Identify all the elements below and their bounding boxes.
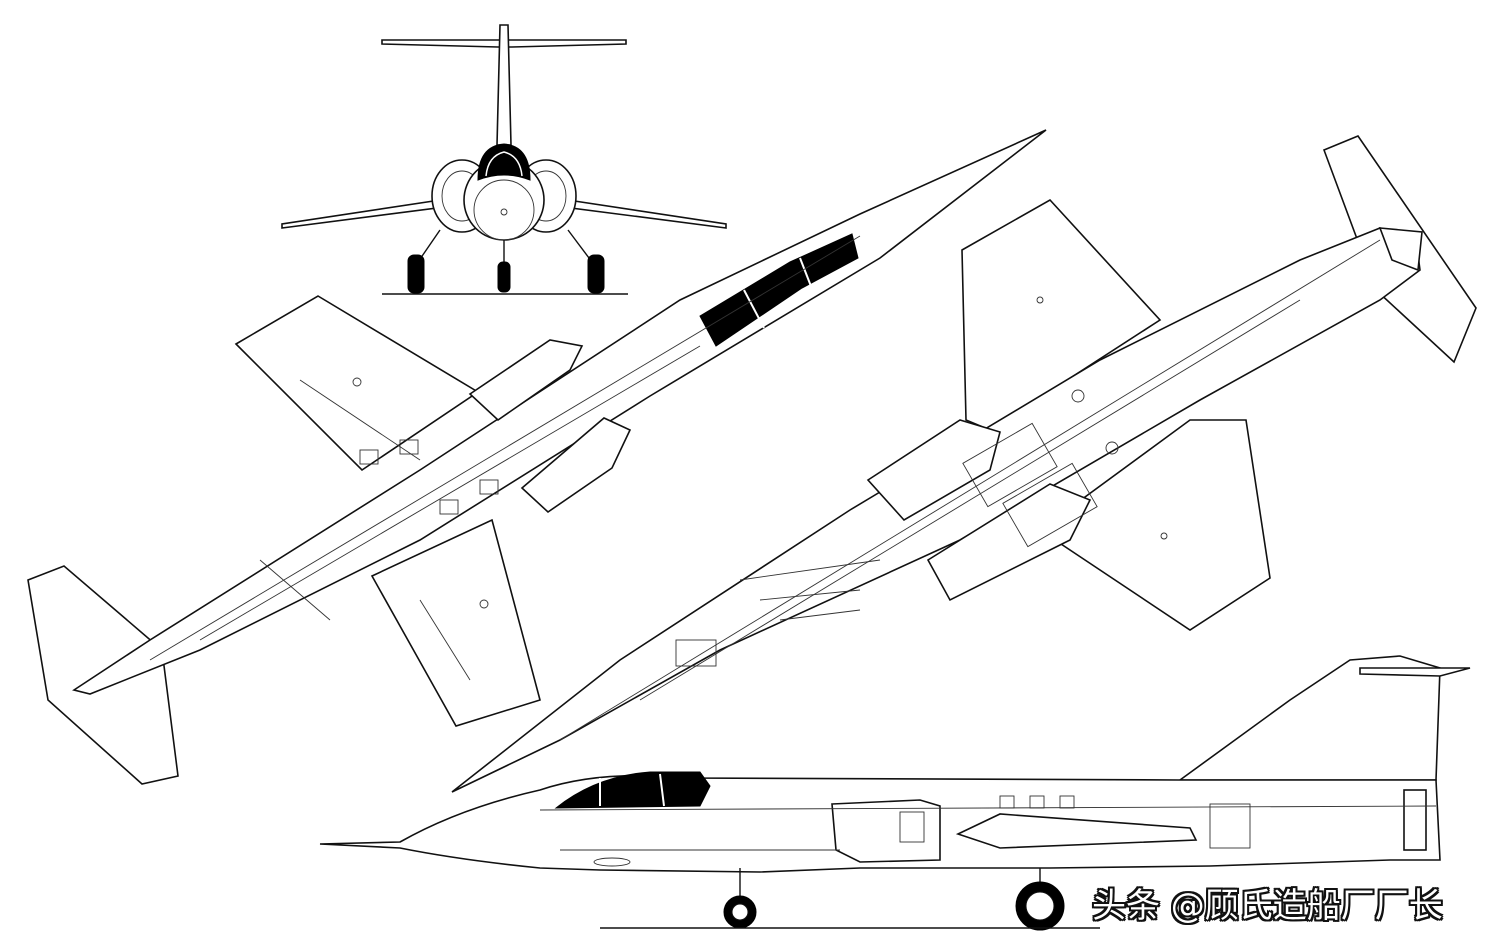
top-view	[27, 129, 1047, 785]
side-t-tail	[1359, 667, 1471, 677]
top-wing-upper	[234, 295, 480, 472]
bottom-wing-lower	[1038, 419, 1271, 631]
front-view	[281, 24, 727, 295]
front-vertical-fin	[496, 24, 512, 146]
front-left-wheel	[407, 254, 425, 294]
side-canopy	[554, 771, 711, 809]
side-wing	[955, 813, 1198, 849]
top-canopy	[699, 233, 859, 347]
front-right-wheel	[587, 254, 605, 294]
watermark-text: 头条 @顾氏造船厂厂长	[1092, 886, 1443, 926]
front-nose-wheel	[497, 261, 511, 293]
side-view	[319, 655, 1471, 931]
bottom-view	[451, 135, 1477, 793]
front-canopy	[477, 143, 531, 181]
top-wing-lower	[370, 518, 541, 727]
bottom-fuselage	[451, 227, 1421, 793]
